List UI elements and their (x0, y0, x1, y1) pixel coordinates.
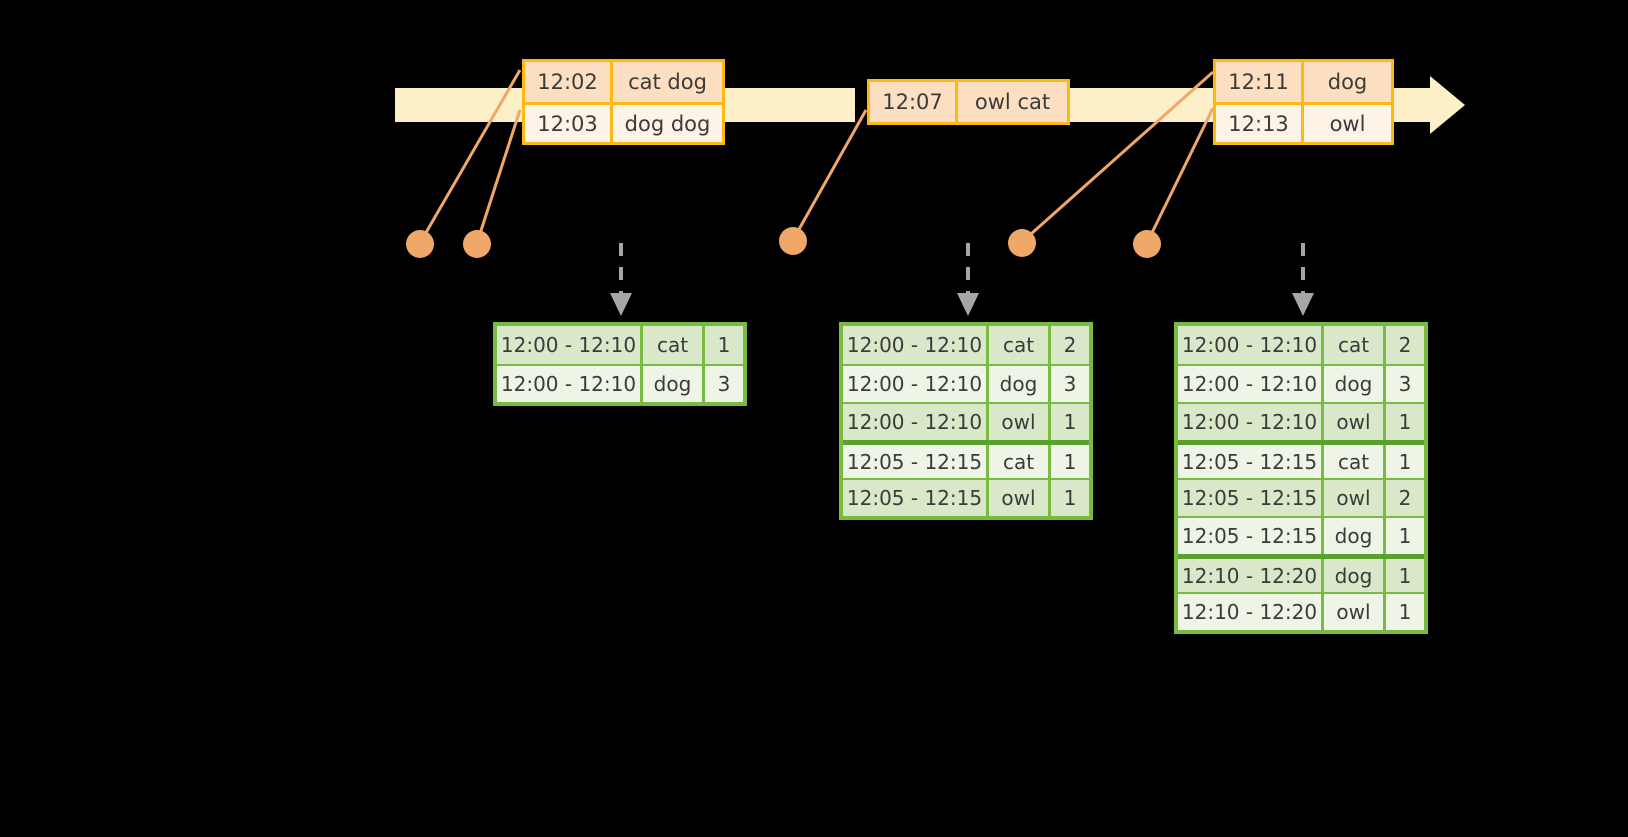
count-cell: 1 (1386, 518, 1424, 554)
count-cell: 1 (1386, 559, 1424, 592)
event-row: 12:02 cat dog (525, 62, 722, 102)
event-dot-4 (1008, 229, 1036, 257)
event-box-group-1: 12:02 cat dog 12:03 dog dog (522, 59, 725, 145)
event-time: 12:02 (525, 62, 613, 102)
count-cell: 1 (1386, 445, 1424, 478)
word-cell: cat (643, 326, 705, 364)
event-value: dog dog (613, 105, 722, 142)
word-cell: dog (643, 366, 705, 402)
word-cell: dog (989, 366, 1051, 402)
count-cell: 2 (1386, 326, 1424, 364)
window-cell: 12:10 - 12:20 (1178, 594, 1324, 630)
window-cell: 12:05 - 12:15 (1178, 480, 1324, 516)
flow-arrow-1 (610, 243, 632, 316)
word-cell: owl (1324, 404, 1386, 440)
event-dot-1 (406, 230, 434, 258)
word-cell: owl (989, 404, 1051, 440)
word-cell: cat (989, 326, 1051, 364)
word-cell: owl (1324, 594, 1386, 630)
event-value: dog (1304, 62, 1391, 102)
window-cell: 12:00 - 12:10 (843, 326, 989, 364)
window-cell: 12:00 - 12:10 (843, 366, 989, 402)
word-cell: dog (1324, 559, 1386, 592)
event-time: 12:03 (525, 105, 613, 142)
count-cell: 1 (1051, 480, 1089, 516)
event-value: owl (1304, 105, 1391, 142)
event-box-group-2: 12:07 owl cat (867, 79, 1070, 125)
count-cell: 3 (1386, 366, 1424, 402)
event-time: 12:07 (870, 82, 958, 122)
window-cell: 12:00 - 12:10 (1178, 366, 1324, 402)
event-dot-3 (779, 227, 807, 255)
event-value: cat dog (613, 62, 722, 102)
word-cell: dog (1324, 366, 1386, 402)
count-cell: 1 (705, 326, 743, 364)
timeline-bar-segment-2 (1068, 88, 1220, 122)
count-cell: 1 (1386, 594, 1424, 630)
count-cell: 3 (1051, 366, 1089, 402)
count-cell: 2 (1051, 326, 1089, 364)
event-row: 12:03 dog dog (525, 102, 722, 142)
event-box-group-3: 12:11 dog 12:13 owl (1213, 59, 1394, 145)
count-cell: 1 (1051, 404, 1089, 440)
window-cell: 12:00 - 12:10 (1178, 326, 1324, 364)
event-row: 12:11 dog (1216, 62, 1391, 102)
word-cell: cat (1324, 445, 1386, 478)
event-time: 12:11 (1216, 62, 1304, 102)
window-cell: 12:00 - 12:10 (843, 404, 989, 440)
window-cell: 12:05 - 12:15 (843, 480, 989, 516)
word-cell: owl (989, 480, 1051, 516)
count-cell: 2 (1386, 480, 1424, 516)
word-cell: cat (1324, 326, 1386, 364)
event-row: 12:07 owl cat (870, 82, 1067, 122)
window-cell: 12:00 - 12:10 (497, 366, 643, 402)
flow-arrow-2 (957, 243, 979, 316)
window-cell: 12:10 - 12:20 (1178, 559, 1324, 592)
window-cell: 12:05 - 12:15 (1178, 445, 1324, 478)
window-cell: 12:05 - 12:15 (1178, 518, 1324, 554)
count-cell: 1 (1051, 445, 1089, 478)
word-cell: owl (1324, 480, 1386, 516)
window-cell: 12:00 - 12:10 (497, 326, 643, 364)
word-cell: dog (1324, 518, 1386, 554)
window-cell: 12:05 - 12:15 (843, 445, 989, 478)
event-row: 12:13 owl (1216, 102, 1391, 142)
flow-arrow-3 (1292, 243, 1314, 316)
event-dot-2 (463, 230, 491, 258)
timeline-arrowhead-icon (1430, 76, 1465, 134)
count-cell: 1 (1386, 404, 1424, 440)
event-value: owl cat (958, 82, 1067, 122)
event-dot-5 (1133, 230, 1161, 258)
timeline-bar-segment-3 (1393, 88, 1433, 122)
window-cell: 12:00 - 12:10 (1178, 404, 1324, 440)
count-cell: 3 (705, 366, 743, 402)
event-time: 12:13 (1216, 105, 1304, 142)
word-cell: cat (989, 445, 1051, 478)
